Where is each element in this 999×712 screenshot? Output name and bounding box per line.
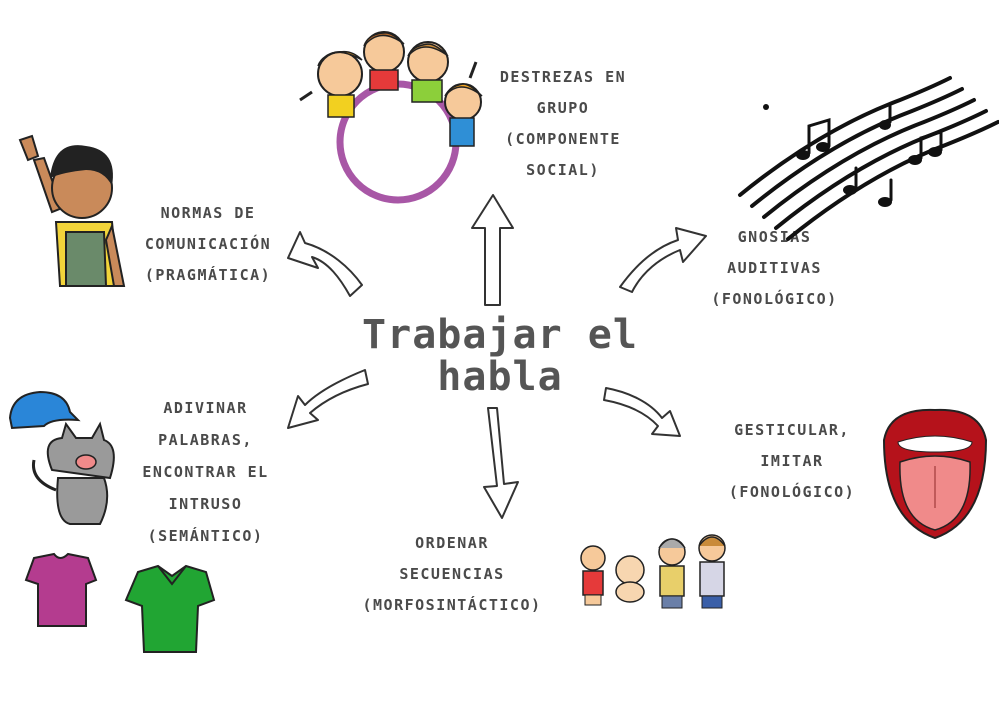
social-line: social) <box>526 161 600 179</box>
gnosias-line: (fonológico) <box>711 290 838 308</box>
arrow-lower-right <box>603 387 681 437</box>
morfo-line: ordenar <box>415 534 489 552</box>
arrow-down <box>483 407 519 519</box>
social-line: (componente <box>505 130 621 148</box>
label-gnosias: gnosias auditivas (fonológico) <box>692 222 857 315</box>
morfo-line: secuencias <box>399 565 505 583</box>
children-circle-icon <box>299 31 483 204</box>
pragmatica-line: comunicación <box>144 235 272 253</box>
semantico-line: encontrar el <box>142 463 269 481</box>
semantico-line: intruso <box>168 495 243 513</box>
arrow-lower-left <box>287 369 369 429</box>
pragmatica-line: normas de <box>160 204 256 222</box>
cap-icon <box>8 390 81 430</box>
semantico-line: (semántico) <box>147 527 264 545</box>
central-title: Trabajar el habla <box>345 314 655 398</box>
semantico-line: adivinar <box>163 399 248 417</box>
gnosias-line: gnosias <box>737 228 812 246</box>
boy-pointing-icon <box>18 134 126 287</box>
gesticular-line: gesticular, <box>734 421 850 439</box>
arrow-up <box>471 194 514 306</box>
gesticular-line: (fonológico) <box>728 483 856 501</box>
semantico-line: palabras, <box>158 431 253 449</box>
arrow-upper-right <box>619 227 707 293</box>
family-sequence-icon <box>580 534 726 609</box>
pink-shirt-icon <box>24 552 98 627</box>
label-social: destrezas en grupo (componente social) <box>478 62 648 186</box>
gesticular-line: imitar <box>760 452 824 470</box>
label-pragmatica: normas de comunicación (pragmática) <box>118 198 298 291</box>
title-line-1: Trabajar el <box>362 312 638 358</box>
social-line: destrezas en <box>499 68 627 86</box>
pragmatica-line: (pragmática) <box>144 266 272 284</box>
social-line: grupo <box>536 99 590 117</box>
label-semantico: adivinar palabras, encontrar el intruso … <box>118 392 293 552</box>
gnosias-line: auditivas <box>727 259 822 277</box>
morfo-line: (morfosintáctico) <box>362 596 542 614</box>
arrow-upper-left <box>287 231 363 297</box>
music-staff-icon <box>738 76 999 241</box>
green-shirt-icon <box>124 564 216 653</box>
mouth-tongue-icon <box>882 408 988 540</box>
title-line-2: habla <box>437 354 563 400</box>
cat-icon <box>31 421 115 525</box>
label-gesticular: gesticular, imitar (fonológico) <box>712 415 872 508</box>
label-morfo: ordenar secuencias (morfosintáctico) <box>352 528 552 621</box>
